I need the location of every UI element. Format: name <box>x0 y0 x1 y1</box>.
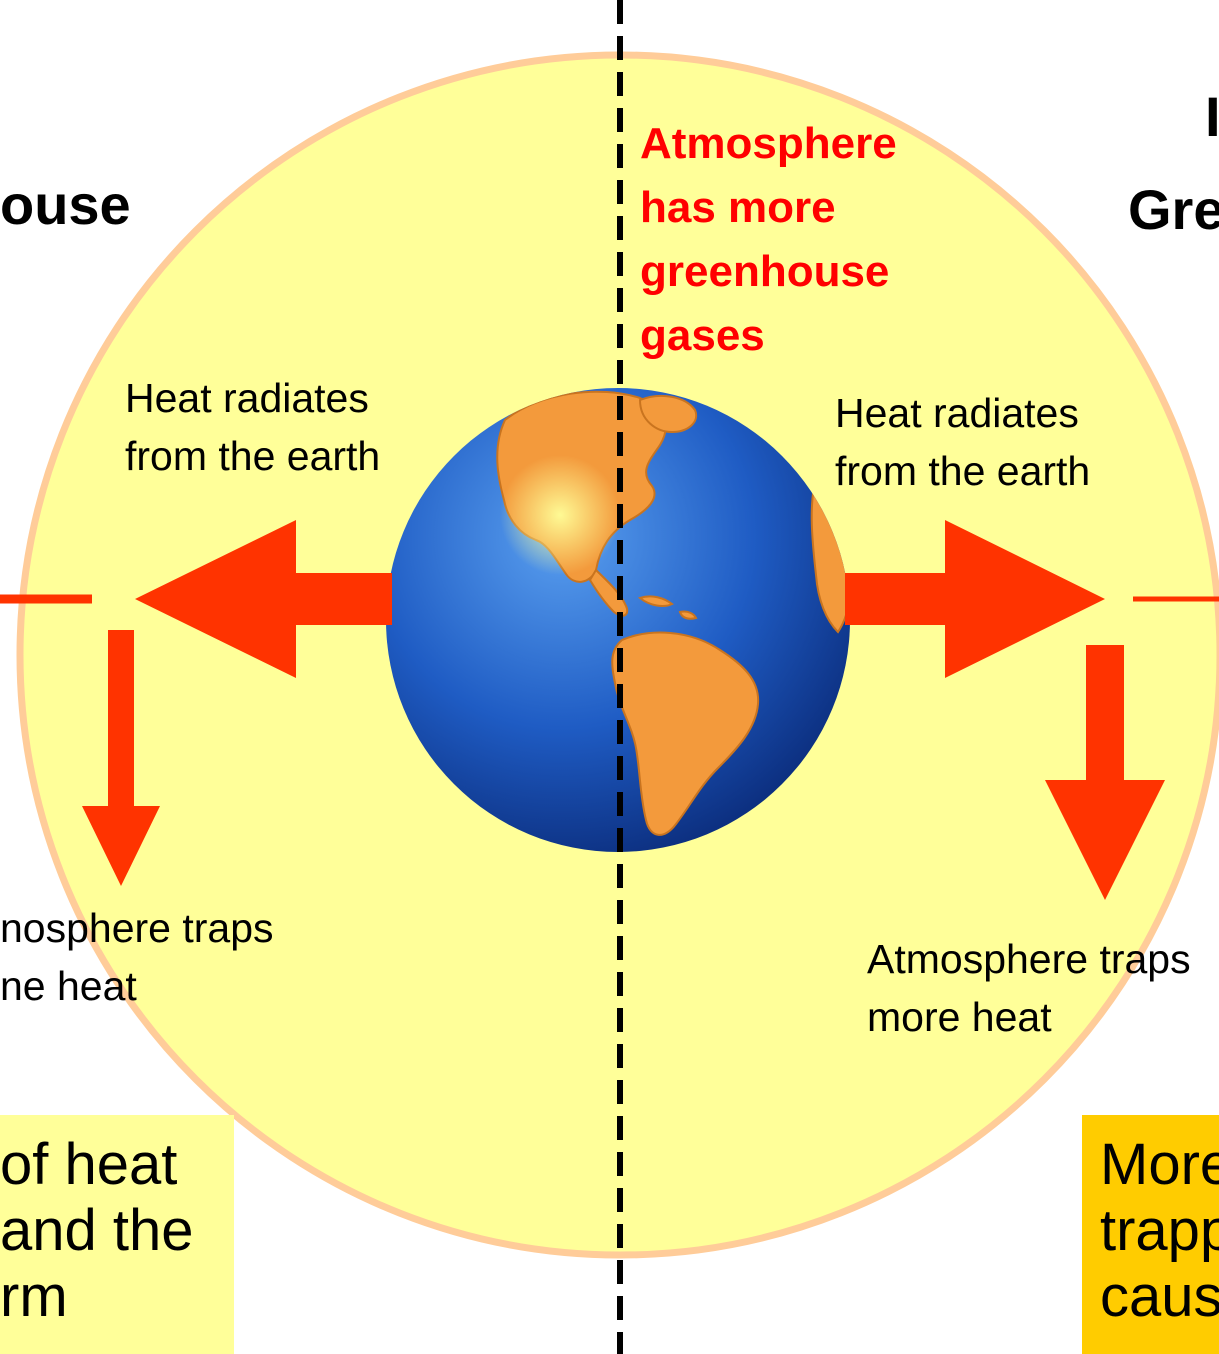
arrow-right-icon <box>845 520 1105 678</box>
right-radiates-line-2: from the earth <box>835 448 1091 494</box>
left-traps-line-1: nosphere traps <box>0 905 274 951</box>
right-traps-line-2: more heat <box>867 994 1052 1040</box>
right-traps-label: Atmosphere traps more heat <box>867 930 1191 1046</box>
left-title: ouse <box>0 173 131 236</box>
left-box-line-2: and the <box>0 1198 194 1263</box>
note-line-4: gases <box>640 311 765 360</box>
left-traps-label: nosphere traps ne heat <box>0 899 274 1015</box>
left-traps-line-2: ne heat <box>0 963 137 1009</box>
left-radiates-line-2: from the earth <box>125 433 381 479</box>
earth-globe-icon <box>386 388 850 852</box>
right-box-line-3: caus <box>1100 1264 1219 1329</box>
right-summary-box: More trapp caus <box>1082 1115 1219 1354</box>
right-radiates-line-1: Heat radiates <box>835 390 1079 436</box>
right-title-line2: Gre <box>1128 178 1219 241</box>
right-traps-line-1: Atmosphere traps <box>867 936 1191 982</box>
right-box-line-2: trapp <box>1100 1198 1219 1263</box>
left-box-line-3: rm <box>0 1264 68 1329</box>
arrow-down-icon <box>82 630 160 886</box>
left-radiates-label: Heat radiates from the earth <box>125 369 380 485</box>
right-box-line-1: More <box>1100 1132 1219 1197</box>
arrow-down-icon <box>1045 645 1165 900</box>
left-radiates-line-1: Heat radiates <box>125 375 369 421</box>
greenhouse-gases-note: Atmosphere has more greenhouse gases <box>640 112 897 368</box>
right-radiates-label: Heat radiates from the earth <box>835 384 1090 500</box>
arrow-left-icon <box>135 520 392 678</box>
note-line-3: greenhouse <box>640 247 890 296</box>
left-box-line-1: of heat <box>0 1132 178 1197</box>
note-line-1: Atmosphere <box>640 119 897 168</box>
right-title-line1: I <box>1205 85 1219 148</box>
note-line-2: has more <box>640 183 836 232</box>
left-summary-box: of heat and the rm <box>0 1115 234 1354</box>
